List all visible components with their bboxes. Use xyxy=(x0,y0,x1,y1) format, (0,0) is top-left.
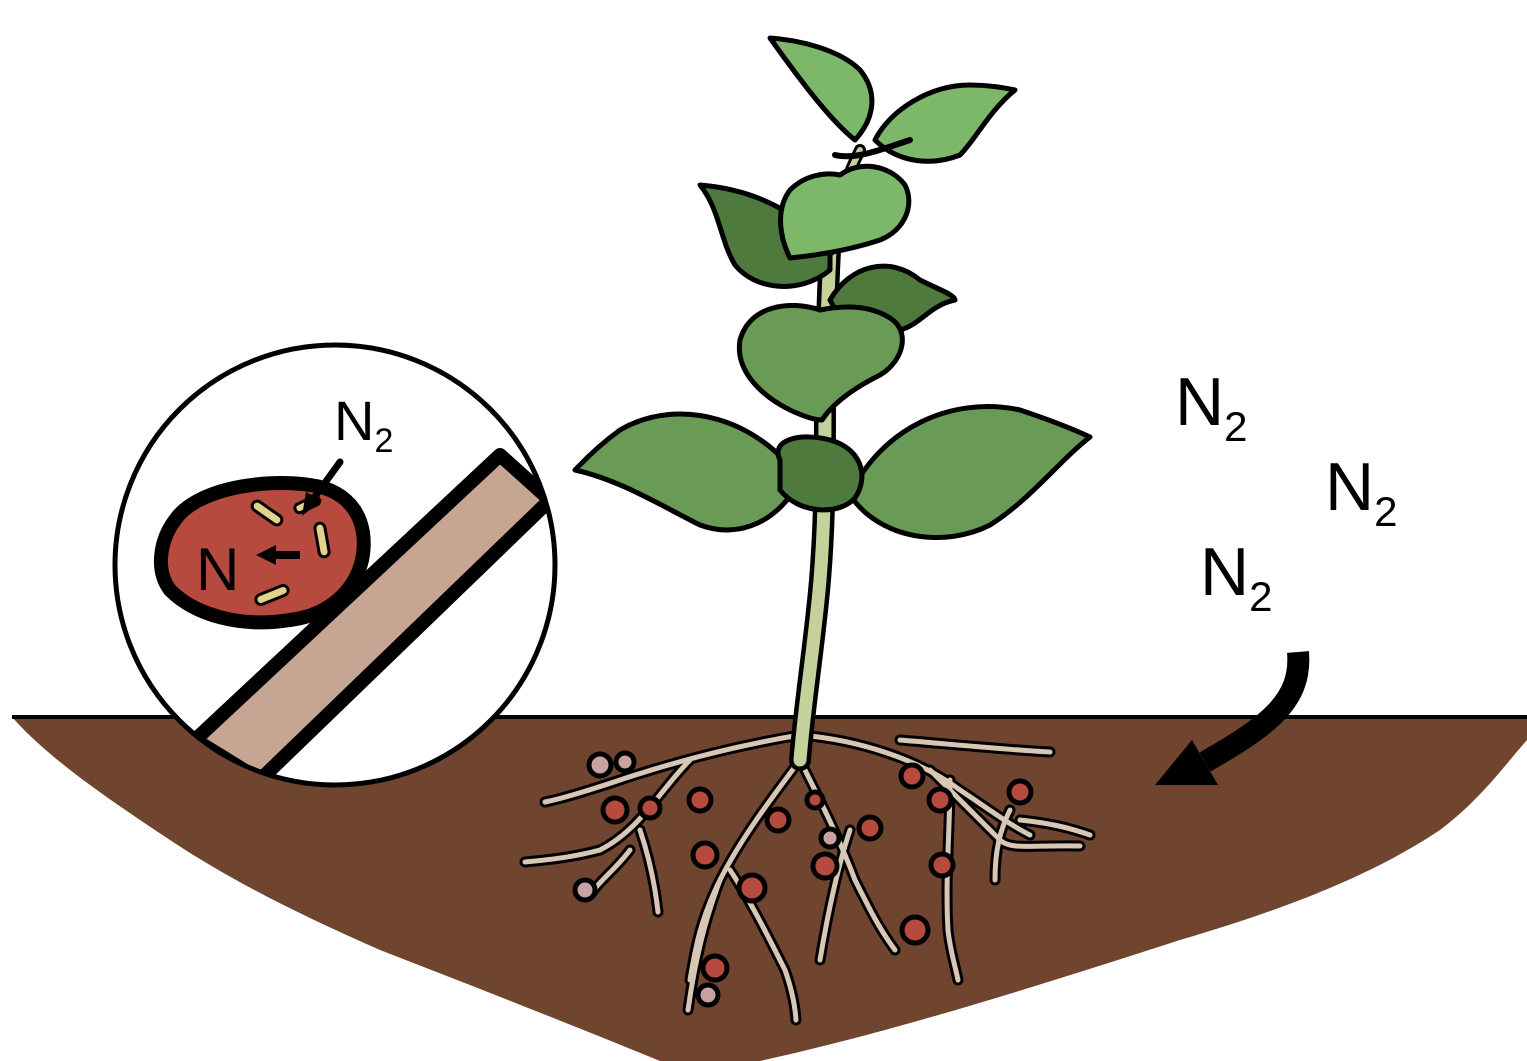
air-n2-label-c: N2 xyxy=(1200,534,1272,620)
nodule xyxy=(693,843,717,867)
leaf-top-left xyxy=(770,38,872,140)
nodule xyxy=(901,765,923,787)
air-n2-label-a: N2 xyxy=(1175,364,1247,450)
air-n2-label-b: N2 xyxy=(1325,449,1397,535)
nodule xyxy=(929,789,951,811)
nodule xyxy=(767,809,789,831)
nodule xyxy=(575,880,595,900)
nodule xyxy=(703,956,727,980)
nodule xyxy=(589,754,611,776)
nodule xyxy=(813,854,837,878)
nodule xyxy=(616,753,634,771)
nodule xyxy=(640,798,660,818)
nodule-magnifier: N N2 xyxy=(115,345,555,785)
inset-n-label: N xyxy=(196,536,239,603)
nodule xyxy=(859,817,881,839)
nodule xyxy=(739,875,765,901)
nodule xyxy=(603,798,627,822)
soil-body xyxy=(12,717,1527,1061)
nodule xyxy=(1009,781,1031,803)
nodule xyxy=(689,789,711,811)
leaf-upper-right xyxy=(781,166,909,258)
atmospheric-nitrogen: N2 N2 N2 xyxy=(1175,364,1397,620)
nodule xyxy=(698,985,718,1005)
nodule xyxy=(931,854,953,876)
leaf-mid-left xyxy=(739,305,902,420)
nodule xyxy=(821,829,839,847)
leaf-back-center xyxy=(778,437,862,510)
leaf-top-right xyxy=(875,85,1015,161)
nodule xyxy=(807,792,823,808)
soil xyxy=(12,717,1527,1061)
leaf-right-large xyxy=(850,407,1090,538)
nodule xyxy=(902,917,928,943)
leaf-left-large xyxy=(575,414,800,530)
